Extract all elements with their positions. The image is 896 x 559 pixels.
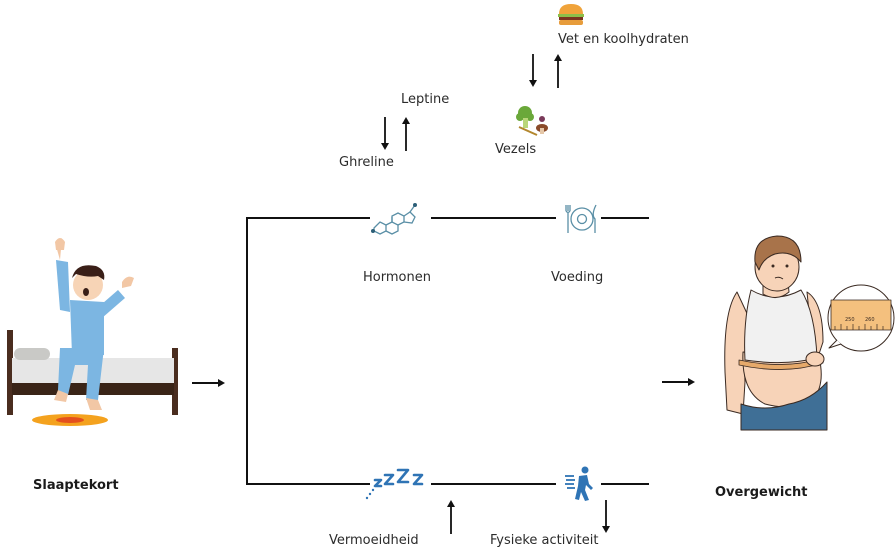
branch-vertical-line <box>246 217 248 485</box>
cause-label: Slaaptekort <box>33 478 119 493</box>
steroid-molecule-icon <box>371 203 417 235</box>
arrow-down-icon <box>529 54 537 87</box>
node-label-voeding: Voeding <box>551 270 604 285</box>
walking-person-icon <box>565 466 593 501</box>
ghreline-label: Ghreline <box>339 155 394 170</box>
upper-line-2 <box>431 217 556 219</box>
arrow-up-icon <box>447 500 455 534</box>
burger-icon <box>558 4 584 25</box>
fat-carbs-label: Vet en koolhydraten <box>558 32 689 47</box>
arrow-right-icon <box>662 378 695 386</box>
node-label-hormonen: Hormonen <box>363 270 431 285</box>
vezels-label: Vezels <box>495 142 537 157</box>
upper-line-1 <box>246 217 370 219</box>
effect-label: Overgewicht <box>715 485 808 500</box>
arrow-up-icon <box>554 54 562 88</box>
upper-line-3 <box>601 217 649 219</box>
sleep-zzz-icon <box>365 468 424 500</box>
man-waking-up-illustration <box>7 238 178 426</box>
vegetables-icon <box>516 106 548 136</box>
arrow-down-icon <box>381 117 389 150</box>
node-label-fysieke-activiteit: Fysieke activiteit <box>490 533 599 548</box>
plate-cutlery-icon <box>565 204 597 233</box>
lower-line-3 <box>601 483 649 485</box>
lower-line-1 <box>246 483 370 485</box>
arrow-down-icon <box>602 500 610 533</box>
leptine-label: Leptine <box>401 92 450 107</box>
tape-mark-2: 260 <box>865 317 875 323</box>
lower-line-2 <box>431 483 556 485</box>
node-label-vermoeidheid: Vermoeidheid <box>329 533 419 548</box>
arrow-up-icon <box>402 117 410 151</box>
tape-mark-1: 250 <box>845 317 855 323</box>
arrow-right-icon <box>192 379 225 387</box>
overweight-man-illustration: 250 260 <box>724 235 895 431</box>
